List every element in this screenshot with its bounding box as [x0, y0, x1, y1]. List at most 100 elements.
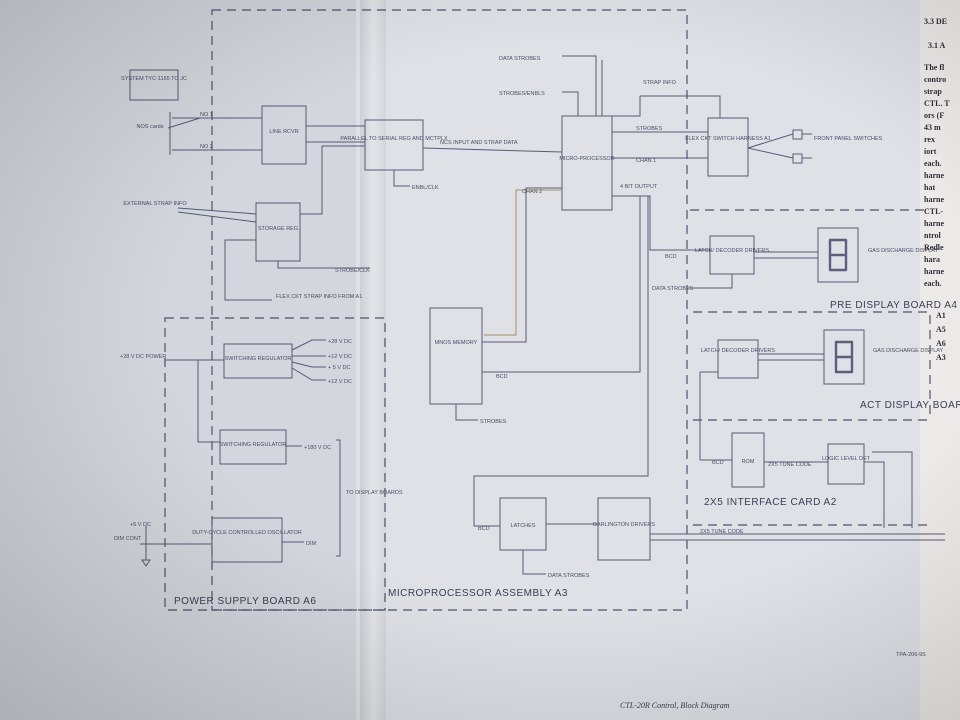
act-display-label: ACT DISPLAY BOARD A5: [860, 400, 960, 411]
power-supply-label: POWER SUPPLY BOARD A6: [174, 596, 316, 607]
strobes-label: STROBES: [636, 126, 663, 132]
line-rcvr-label: LINE RCVR: [269, 129, 298, 135]
v180-label: +180 V DC: [304, 445, 331, 451]
edge-line: harne: [924, 219, 944, 228]
logic-level-box: [827, 443, 865, 485]
storage-to-parallel: [300, 145, 365, 215]
bit-output-label: 4 BIT OUTPUT: [620, 184, 658, 190]
latch1-to-display: [754, 251, 818, 259]
storage-reg-box: [255, 202, 301, 262]
microprocessor-box: [561, 115, 613, 211]
system-label: SYSTEM TYC-1165 TO JC: [121, 76, 187, 82]
edge-line: The fl: [924, 63, 945, 72]
edge-line: Redle: [924, 243, 944, 252]
edge-line: harne: [924, 171, 944, 180]
duty-cycle-label: DUTY-CYCLE CONTROLLED OSCILLATOR: [192, 530, 302, 536]
rcvr-to-parallel: [306, 125, 365, 143]
data-strobes-mid-label: DATA STROBES: [652, 286, 694, 292]
strobes-enbls-line: [562, 91, 579, 116]
edge-line: CTL. T: [924, 99, 950, 108]
edge-line: hat: [924, 183, 935, 192]
edge-line: A5: [936, 325, 946, 334]
external-strap-label: EXTERNAL STRAP INFO: [123, 201, 187, 207]
data-strobes-top-line: [562, 55, 603, 116]
darlington-label: DARLINGTON DRIVERS: [593, 522, 655, 528]
line-rcvr-box: [261, 105, 307, 165]
edge-line: hara: [924, 255, 940, 264]
power-in-line: [165, 359, 224, 443]
to-display-bracket: [336, 439, 341, 557]
data-strobes-top-label: DATA STROBES: [499, 56, 541, 62]
microprocessor-assy-label-1: MICROPROCESSOR ASSEMBLY A3: [388, 588, 568, 599]
data-strobes-bot-label: DATA STROBES: [548, 573, 590, 579]
v28-label: +28 V DC: [328, 339, 352, 345]
nos-lines: [167, 112, 262, 155]
switch-stubs: [802, 133, 812, 159]
gas-discharge-2-label: GAS DISCHARGE DISPLAY: [873, 348, 944, 354]
edge-line: A6: [936, 339, 946, 348]
tune-code-out-label: 2X5 TUNE CODE: [700, 529, 744, 535]
reg1-outputs: [291, 339, 326, 381]
logic-out-lines: [864, 451, 913, 528]
edge-line: 3.1 A: [928, 41, 946, 50]
edge-line: contro: [924, 75, 946, 84]
latch-decoder-2-label: LATCH/ DECODER DRIVERS: [701, 348, 775, 354]
mnos-memory-label: MNOS MEMORY: [435, 340, 478, 346]
edge-line: rex: [924, 135, 935, 144]
pre-display-label: PRE DISPLAY BOARD A4: [830, 300, 957, 311]
next-page-text: 3.3 DE 3.1 A The fl contro strap CTL. T …: [924, 17, 950, 362]
darlington-box: [597, 497, 651, 561]
strobe-clk-label: STROBE/CLK: [335, 268, 370, 274]
enbl-clk-line: [393, 170, 410, 187]
ncs-input-line: [422, 147, 563, 153]
bcd-mid-line: [482, 196, 641, 373]
parallel-serial-label: PARALLEL TO SERIAL REG AND MCTPLX: [340, 136, 448, 142]
gas-display-2: [823, 329, 865, 385]
bcd-latch-line: [473, 196, 649, 527]
edge-line: CTL-: [924, 207, 943, 216]
flex-strap-line: [224, 239, 272, 301]
switching-reg-1-label: SWITCHING REGULATOR: [225, 356, 292, 362]
edge-line: iort: [924, 147, 937, 156]
dim-cont-label: DIM CONT: [114, 536, 142, 542]
chan2-label: CHAN 2: [522, 189, 542, 195]
switching-reg-2-label: SWITCHING REGULATOR: [220, 442, 287, 448]
v12b-label: +12 V DC: [328, 379, 352, 385]
ncs-input-label: NCS INPUT AND STRAP DATA: [440, 140, 518, 146]
nos-cards-label: NOS cards: [137, 124, 164, 130]
v-in-label: +28 V DC POWER: [120, 354, 166, 360]
front-switch-1: [792, 129, 803, 140]
no2-label: NO 2: [200, 144, 213, 150]
interface-card-label: 2X5 INTERFACE CARD A2: [704, 497, 837, 508]
strap-lines: [177, 207, 257, 223]
strobes-enbls-label: STROBES/ENBLS: [499, 91, 545, 97]
edge-line: ors (F: [924, 111, 944, 120]
dim-pot: [140, 526, 212, 567]
fig-id-label: TPA-206-9S: [896, 652, 926, 658]
strap-info-line: [612, 95, 721, 118]
latch-decoder-1-box: [709, 235, 755, 275]
edge-line: strap: [924, 87, 942, 96]
flex-ckt-strap-label: FLEX CKT STRAP INFO FROM A1: [276, 294, 362, 300]
dim-label: DIM: [306, 541, 317, 547]
bcd-top-label: BCD: [665, 254, 677, 260]
flex-ckt-label: FLEX CKT SWITCH HARNESS A1: [685, 136, 770, 142]
v12a-label: +12 V DC: [328, 354, 352, 360]
microprocessor-label: MICRO-PROCESSOR: [559, 156, 614, 162]
to-display-label: TO DISPLAY BOARDS: [346, 490, 403, 496]
tune-code-rom-label: 2X5 TUNE CODE: [768, 462, 812, 468]
act-display-boundary: [693, 419, 930, 526]
edge-line: 43 m: [924, 123, 941, 132]
flex-ckt-box: [707, 117, 749, 177]
strobes-mem-label: STROBES: [480, 419, 507, 425]
digit-8-1: [828, 238, 848, 272]
edge-line: each.: [924, 279, 942, 288]
mnos-to-micro: [482, 187, 562, 343]
right-page: [356, 0, 930, 720]
edge-line: harne: [924, 267, 944, 276]
duty-cycle-box: [211, 517, 283, 563]
switching-reg-2-box: [219, 429, 287, 465]
bcd-rom-label: BCD: [712, 460, 724, 466]
no1-label: NO 1: [200, 112, 213, 118]
